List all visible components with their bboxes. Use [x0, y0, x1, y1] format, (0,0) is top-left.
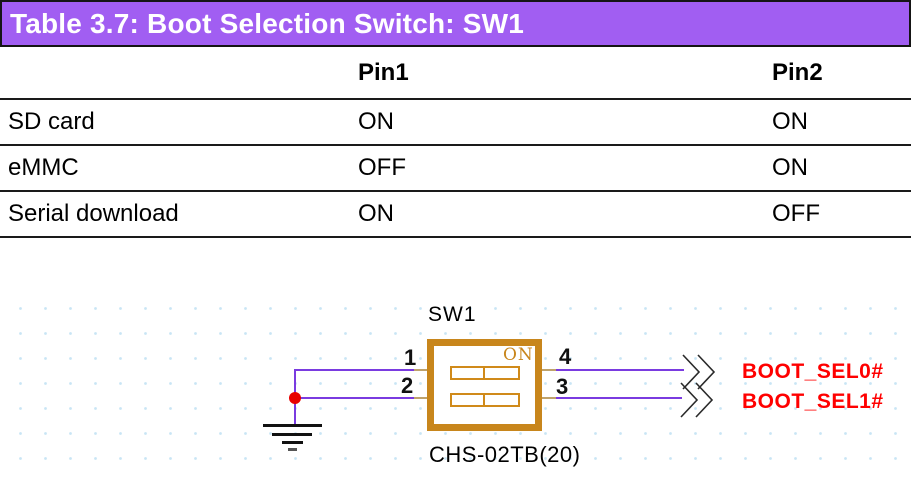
pin1-stub — [414, 369, 427, 371]
pin3-stub — [542, 397, 556, 399]
dip-switch-on-label: ON — [503, 345, 534, 365]
row-label: Serial download — [8, 200, 179, 227]
table-row: Serial download ON OFF — [0, 191, 911, 237]
col-header-mode — [0, 47, 350, 99]
wire-pin1 — [295, 369, 415, 371]
pin1-value: ON — [358, 200, 394, 227]
table-title: Table 3.7: Boot Selection Switch: SW1 — [10, 7, 525, 39]
pin2-stub — [414, 397, 427, 399]
dip-switch-body — [427, 339, 542, 431]
ground-symbol — [263, 424, 322, 427]
pin4-stub — [542, 369, 556, 371]
pin1-value: ON — [358, 108, 394, 135]
wire-boot-sel0 — [556, 369, 684, 371]
pin-number-1: 1 — [404, 345, 417, 370]
wire-boot-sel1 — [556, 397, 682, 399]
pin2-value: ON — [772, 108, 808, 135]
table-row: eMMC OFF ON — [0, 145, 911, 191]
pin-number-2: 2 — [401, 373, 414, 398]
pin2-value: ON — [772, 154, 808, 181]
wire-pin2 — [295, 397, 415, 399]
switch-element-divider — [452, 368, 485, 378]
sw1-schematic: SW1 ON 1 2 4 3 BOOT_SEL0# BOOT_SEL1# CHS… — [0, 290, 911, 477]
col-header-pin2: Pin2 — [772, 58, 823, 86]
switch-element-divider — [452, 395, 485, 405]
pin-number-3: 3 — [556, 374, 569, 399]
row-label: eMMC — [8, 154, 79, 181]
net-label-boot-sel1: BOOT_SEL1# — [742, 390, 884, 413]
switch-element-2 — [450, 393, 520, 407]
table-row: SD card ON ON — [0, 99, 911, 145]
switch-designator: SW1 — [428, 303, 477, 326]
row-label: SD card — [8, 108, 95, 135]
part-number: CHS-02TB(20) — [429, 442, 581, 467]
boot-selection-table: Pin1 Pin2 SD card ON ON eMMC OFF ON Seri… — [0, 47, 911, 238]
switch-element-1 — [450, 366, 520, 380]
ground-symbol — [288, 448, 297, 451]
col-header-pin1: Pin1 — [358, 58, 409, 86]
junction-dot — [289, 392, 301, 404]
table-title-bar: Table 3.7: Boot Selection Switch: SW1 — [0, 0, 911, 47]
ground-symbol — [282, 441, 303, 444]
pin1-value: OFF — [358, 154, 406, 181]
pin-number-4: 4 — [559, 344, 572, 369]
pin2-value: OFF — [772, 200, 820, 227]
offsheet-connector-icon — [680, 354, 716, 418]
table-header-row: Pin1 Pin2 — [0, 47, 911, 99]
ground-symbol — [272, 433, 312, 436]
net-label-boot-sel0: BOOT_SEL0# — [742, 360, 884, 383]
